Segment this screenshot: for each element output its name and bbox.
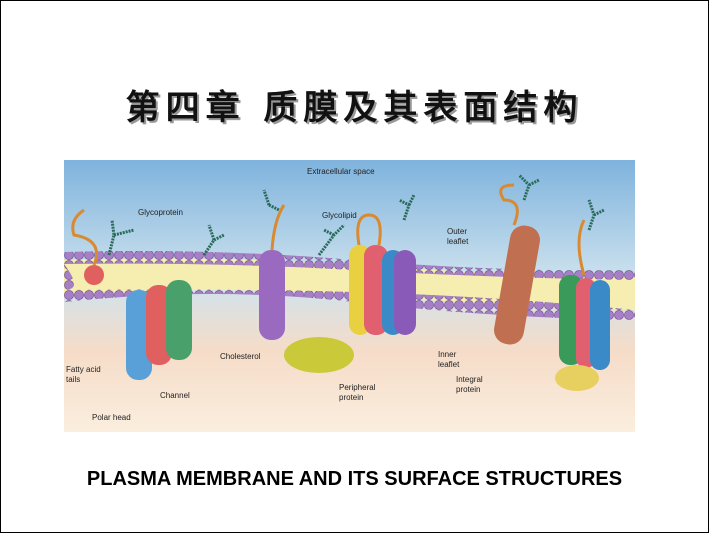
label-channel: Channel <box>160 391 190 400</box>
label-inner-2: leaflet <box>438 360 460 369</box>
label-polar-head: Polar head <box>92 413 131 422</box>
label-integral-2: protein <box>456 385 480 394</box>
plasma-membrane-diagram: Extracellular space Glycoprotein Glycoli… <box>64 160 635 432</box>
label-peripheral-1: Peripheral <box>339 383 376 392</box>
label-integral-1: Integral <box>456 375 483 384</box>
label-outer-1: Outer <box>447 227 467 236</box>
peripheral-protein-shape <box>284 337 354 373</box>
label-extracellular: Extracellular space <box>307 167 375 176</box>
label-glycolipid: Glycolipid <box>322 211 357 220</box>
label-peripheral-2: protein <box>339 393 363 402</box>
label-inner-1: Inner <box>438 350 457 359</box>
label-outer-2: leaflet <box>447 237 469 246</box>
slide-title: 第四章 质膜及其表面结构 <box>125 88 584 128</box>
integral-protein-purple <box>259 250 285 340</box>
channel-protein <box>126 280 192 380</box>
label-glycoprotein: Glycoprotein <box>138 208 183 217</box>
label-fatty-1: Fatty acid <box>66 365 101 374</box>
slide-subtitle: PLASMA MEMBRANE AND ITS SURFACE STRUCTUR… <box>86 468 623 490</box>
label-fatty-2: tails <box>66 375 80 384</box>
label-cholesterol: Cholesterol <box>220 352 261 361</box>
